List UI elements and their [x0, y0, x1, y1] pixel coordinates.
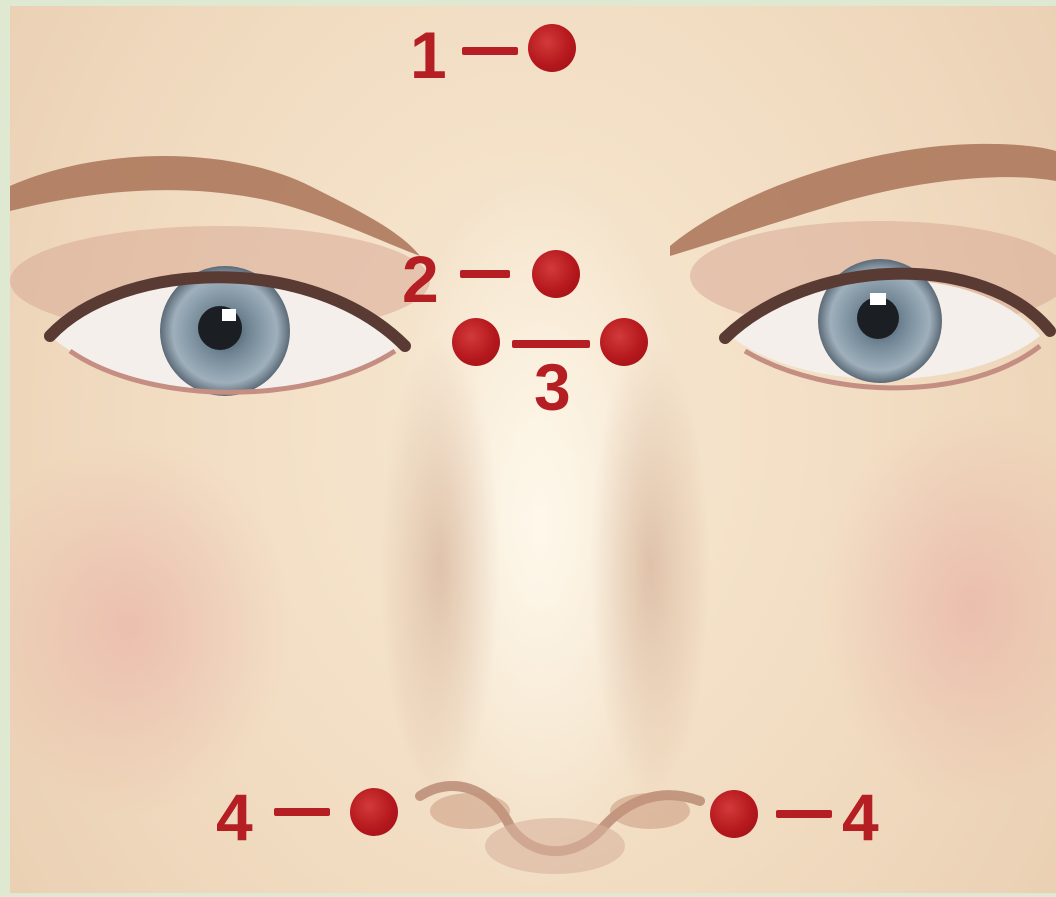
point-4-left-label: 4 — [216, 784, 252, 850]
point-4-left-marker — [350, 788, 398, 836]
point-1-marker — [528, 24, 576, 72]
point-4-right-connector — [776, 810, 832, 818]
point-4-right-label: 4 — [842, 784, 878, 850]
nose — [420, 786, 700, 874]
point-2-label: 2 — [402, 246, 438, 312]
point-2-connector — [460, 270, 510, 278]
point-3-marker-left — [452, 318, 500, 366]
point-4-right-marker — [710, 790, 758, 838]
face-photo: 1 2 3 4 4 — [10, 6, 1056, 893]
point-3-marker-right — [600, 318, 648, 366]
point-1-connector — [462, 47, 518, 55]
point-1-label: 1 — [410, 22, 446, 88]
nose-shadow-left — [380, 336, 500, 796]
right-cheek — [820, 406, 1056, 806]
nose-shadow-right — [590, 336, 710, 796]
point-3-label: 3 — [534, 354, 570, 420]
face-illustration — [10, 6, 1056, 893]
point-2-marker — [532, 250, 580, 298]
point-3-connector — [512, 340, 590, 348]
left-cheek — [10, 436, 290, 816]
point-4-left-connector — [274, 808, 330, 816]
